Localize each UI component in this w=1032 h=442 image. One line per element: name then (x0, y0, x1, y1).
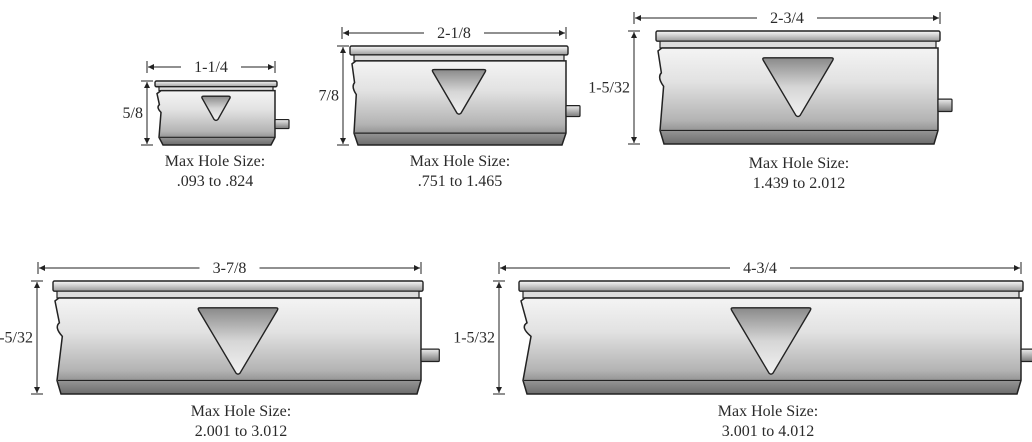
cutter-pin (565, 105, 581, 118)
height-dimension: 1-5/32 (588, 30, 640, 145)
cutter-1: 1-1/4 5/8 (123, 59, 290, 146)
max-hole-range-4: 2.001 to 3.012 (194, 423, 288, 440)
cutter-step-ring (353, 54, 565, 62)
cutter-3: 2-3/4 1-5/32 (588, 10, 953, 145)
height-label-1: 5/8 (123, 105, 143, 122)
max-hole-range-1: .093 to .824 (176, 173, 254, 190)
caption-5: Max Hole Size: 3.001 to 4.012 (703, 402, 833, 442)
width-label-4: 3-7/8 (213, 260, 247, 277)
arrowhead (148, 64, 154, 70)
cutter-rim (655, 30, 941, 42)
height-dimension: 1-5/32 (0, 280, 43, 395)
width-label-2: 2-1/8 (437, 25, 471, 42)
caption-label: Max Hole Size: (190, 403, 292, 420)
cutter-pin (420, 348, 440, 363)
cutter-rim (518, 280, 1024, 292)
cutter-step-ring (522, 290, 1020, 299)
width-dimension: 2-1/8 (341, 25, 567, 42)
cutter-step-ring (56, 290, 420, 299)
caption-2: Max Hole Size: .751 to 1.465 (395, 152, 525, 192)
triangle-down-icon (730, 307, 812, 375)
arrowhead (635, 15, 641, 21)
arrowhead (340, 47, 346, 53)
arrowhead (340, 138, 346, 144)
arrowhead (414, 265, 420, 271)
triangle-down-icon (762, 57, 834, 118)
cutter-rim (154, 80, 278, 88)
triangle-down-icon (197, 307, 279, 375)
max-hole-range-2: .751 to 1.465 (417, 173, 503, 190)
cutter-pin (1020, 348, 1032, 363)
cutter-pin (274, 118, 290, 130)
height-label-3: 1-5/32 (588, 80, 630, 97)
arrowhead (631, 137, 637, 143)
cutter-5: 4-3/4 1-5/32 (453, 260, 1032, 395)
triangle-down-icon (201, 95, 231, 122)
height-label-5: 1-5/32 (453, 330, 495, 347)
arrowhead (933, 15, 939, 21)
caption-4: Max Hole Size: 2.001 to 3.012 (176, 402, 306, 442)
width-label-5: 4-3/4 (743, 260, 777, 277)
cutter-rim (349, 45, 569, 56)
cutter-step-ring (659, 40, 937, 49)
height-label-4: 1-5/32 (0, 330, 33, 347)
arrowhead (496, 387, 502, 393)
arrowhead (496, 282, 502, 288)
arrowhead (500, 265, 506, 271)
height-dimension: 7/8 (319, 45, 349, 146)
arrowhead (631, 32, 637, 38)
height-dimension: 1-5/32 (453, 280, 505, 395)
width-dimension: 2-3/4 (633, 10, 941, 27)
cutter-2: 2-1/8 7/8 (319, 25, 581, 146)
width-label-1: 1-1/4 (194, 59, 228, 76)
height-dimension: 5/8 (123, 80, 153, 146)
cutter-4: 3-7/8 1-5/32 (0, 260, 440, 395)
cutter-rim (52, 280, 424, 292)
arrowhead (144, 138, 150, 144)
max-hole-range-5: 3.001 to 4.012 (721, 423, 815, 440)
caption-label: Max Hole Size: (409, 153, 511, 170)
caption-label: Max Hole Size: (164, 153, 266, 170)
caption-label: Max Hole Size: (748, 155, 850, 172)
width-dimension: 3-7/8 (37, 260, 422, 277)
caption-3: Max Hole Size: 1.439 to 2.012 (734, 154, 864, 194)
width-dimension: 4-3/4 (498, 260, 1022, 277)
arrowhead (343, 30, 349, 36)
height-label-2: 7/8 (319, 88, 339, 105)
arrowhead (1014, 265, 1020, 271)
arrowhead (34, 387, 40, 393)
cutter-pin (937, 98, 953, 113)
triangle-down-icon (431, 68, 487, 115)
caption-label: Max Hole Size: (717, 403, 819, 420)
arrowhead (34, 282, 40, 288)
arrowhead (39, 265, 45, 271)
arrowhead (144, 82, 150, 88)
max-hole-range-3: 1.439 to 2.012 (752, 175, 846, 192)
arrowhead (268, 64, 274, 70)
arrowhead (559, 30, 565, 36)
caption-1: Max Hole Size: .093 to .824 (150, 152, 280, 192)
width-label-3: 2-3/4 (770, 10, 804, 27)
width-dimension: 1-1/4 (146, 59, 276, 76)
